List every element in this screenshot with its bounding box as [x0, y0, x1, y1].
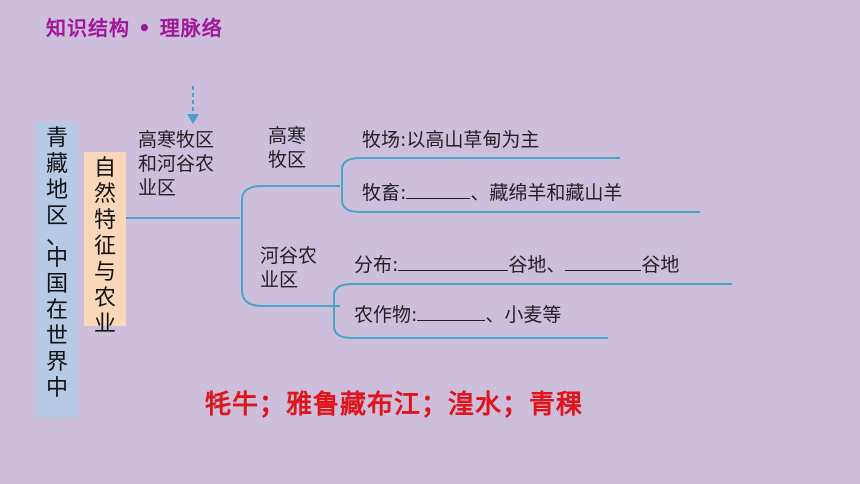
valley-branch-bracket: [333, 283, 608, 339]
root-char: 、: [45, 225, 68, 250]
root-node: 青 藏 地 区 、 中 国 在 世 界 中: [36, 122, 78, 418]
leaf-livestock: 牧畜:、藏绵羊和藏山羊: [362, 180, 623, 204]
root-char: 在: [45, 298, 68, 323]
natural-char: 然: [93, 182, 116, 207]
blank-distribution-2: [565, 252, 642, 271]
page-title: 知识结构 • 理脉络: [46, 16, 223, 40]
dashed-arrow-head: [187, 114, 199, 124]
root-char: 区: [45, 204, 68, 229]
root-char: 藏: [45, 152, 68, 177]
natural-char: 特: [93, 208, 116, 233]
root-char: 国: [45, 272, 68, 297]
leaf-crops: 农作物:、小麦等: [354, 302, 562, 326]
natural-char: 与: [93, 260, 116, 285]
root-char: 中: [45, 246, 68, 271]
natural-features-node: 自 然 特 征 与 农 业: [84, 152, 126, 337]
root-char: 界: [45, 350, 68, 375]
natural-char: 自: [93, 156, 116, 181]
blank-crops: [417, 302, 486, 321]
natural-char: 农: [93, 286, 116, 311]
root-char: 地: [45, 178, 68, 203]
high-branch-bracket: [341, 157, 700, 213]
natural-char: 业: [93, 312, 116, 337]
root-char: 中: [45, 376, 68, 401]
main-branch-label: 高寒牧区 和河谷农 业区: [138, 129, 215, 199]
blank-livestock: [406, 180, 471, 199]
root-char: 世: [45, 324, 68, 349]
root-char: 青: [45, 126, 68, 151]
high-cold-pasture-label: 高寒 牧区: [268, 125, 307, 171]
natural-char: 征: [93, 234, 116, 259]
valley-agriculture-label: 河谷农 业区: [260, 245, 318, 291]
leaf-pasture: 牧场:以高山草甸为主: [362, 129, 540, 151]
leaf-distribution: 分布:谷地、谷地: [354, 252, 680, 276]
blank-distribution-1: [398, 252, 509, 271]
answer-text: 牦牛；雅鲁藏布江；湟水；青稞: [205, 390, 584, 420]
level1-bracket: [241, 185, 340, 307]
